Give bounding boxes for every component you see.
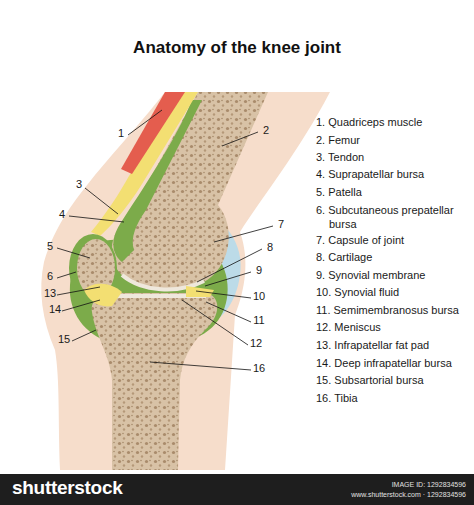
part-list-item: 2. Femur [316,133,474,147]
part-list-item: 5. Patella [316,185,474,199]
callout-number: 3 [76,178,82,190]
callout-number: 14 [49,303,61,315]
part-list-item: 11. Semimembranosus bursa [316,303,474,317]
watermark: www.shutterstock.com · 1292834596 [351,491,466,498]
part-list-item: 7. Capsule of joint [316,233,474,247]
tibia-bone [92,293,218,470]
part-list-item: 9. Synovial membrane [316,268,474,282]
part-list-item: 13. Infrapatellar fat pad [316,338,474,352]
part-list-item: 6. Subcutaneous prepatellar bursa [316,203,474,231]
callout-number: 7 [278,218,284,230]
watermark-logo: shutterstock [12,477,122,499]
callout-number: 1 [118,127,124,139]
callout-number: 11 [253,314,264,326]
callout-number: 4 [59,208,65,220]
callout-number: 2 [263,124,269,136]
callout-number: 15 [58,333,70,345]
quadriceps-muscle [121,92,185,174]
leader-lines [57,110,273,370]
callout-number: 13 [44,287,56,299]
callout-number: 8 [267,241,273,253]
leg-skin [41,92,330,470]
part-list-item: 1. Quadriceps muscle [316,115,474,129]
callout-number: 10 [253,290,265,302]
tendon [91,92,198,236]
part-list-item: 10. Synovial fluid [316,285,474,299]
part-list-item: 8. Cartilage [316,250,474,264]
watermark-bar [0,474,474,505]
part-list-item: 14. Deep infrapatellar bursa [316,356,474,370]
watermark: IMAGE ID: 1292834596 [392,481,466,488]
part-list-item: 16. Tibia [316,391,474,405]
part-list-item: 3. Tendon [316,150,474,164]
callout-number: 16 [253,362,265,374]
part-list-item: 12. Meniscus [316,320,474,334]
callout-number: 9 [256,264,262,276]
diagram-title: Anatomy of the knee joint [133,38,341,58]
part-list-item: 4. Suprapatellar bursa [316,167,474,181]
callout-number: 12 [250,337,262,349]
part-list-item: 15. Subsartorial bursa [316,373,474,387]
callout-number: 6 [47,270,53,282]
callout-number: 5 [47,240,53,252]
